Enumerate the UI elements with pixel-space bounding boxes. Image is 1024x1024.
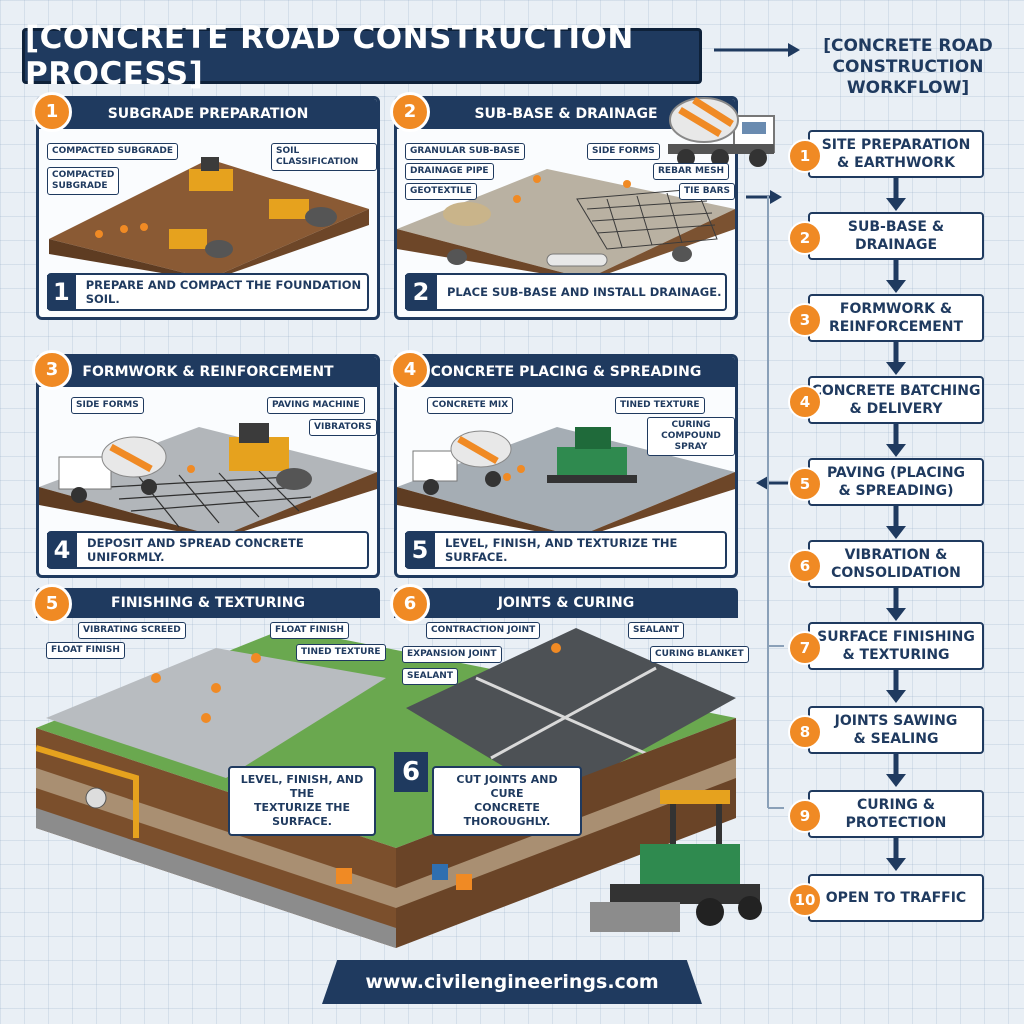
callout-geotextile: GEOTEXTILE xyxy=(405,183,477,200)
panel-caption: 2 PLACE SUB-BASE AND INSTALL DRAINAGE. xyxy=(405,273,727,311)
callout-tined-texture: TINED TEXTURE xyxy=(296,644,386,661)
panel-header-finishing: FINISHING & TEXTURING xyxy=(36,588,380,618)
workflow-step: VIBRATION & CONSOLIDATION xyxy=(808,540,984,588)
callout-tined-texture: TINED TEXTURE xyxy=(615,397,705,414)
panel-formwork: FORMWORK & REINFORCEMENT SIDE FORMS PAVI… xyxy=(36,354,380,578)
callout-rebar-mesh: REBAR MESH xyxy=(653,163,730,180)
workflow-title: [CONCRETE ROAD CONSTRUCTION WORKFLOW] xyxy=(823,36,993,98)
joints-caption-number: 6 xyxy=(394,752,428,792)
callout-expansion-joint: EXPANSION JOINT xyxy=(402,646,502,663)
panel-header: CONCRETE PLACING & SPREADING xyxy=(397,357,735,387)
workflow-step-number: 1 xyxy=(788,139,822,173)
footer-website: www.civilengineerings.com xyxy=(322,960,702,1004)
panel-subbase-drainage: SUB-BASE & DRAINAGE GRANULAR SUB-BASE DR… xyxy=(394,96,738,320)
caption-number: 4 xyxy=(47,533,78,567)
paver-machine-icon xyxy=(590,790,762,932)
panel-header: SUBGRADE PREPARATION xyxy=(39,99,377,129)
callout-vibrating-screed: VIBRATING SCREED xyxy=(78,622,186,639)
subgrade-illustration xyxy=(49,157,369,281)
panel-subgrade: SUBGRADE PREPARATION COMPACTED SUBGRADE … xyxy=(36,96,380,320)
callout-compacted-subgrade: COMPACTED SUBGRADE xyxy=(47,143,178,160)
panel-badge: 1 xyxy=(32,92,72,132)
panel-caption: 5 LEVEL, FINISH, AND TEXTURIZE THE SURFA… xyxy=(405,531,727,569)
workflow-step: CONCRETE BATCHING & DELIVERY xyxy=(808,376,984,424)
arrow-down-icon xyxy=(886,178,906,211)
page-title: [CONCRETE ROAD CONSTRUCTION PROCESS] xyxy=(22,20,702,92)
joints-caption: CUT JOINTS AND CURE CONCRETE THOROUGHLY. xyxy=(432,766,582,836)
workflow-step-number: 7 xyxy=(788,631,822,665)
workflow-step: SITE PREPARATION & EARTHWORK xyxy=(808,130,984,178)
flow-bracket-line xyxy=(767,196,784,809)
caption-text: LEVEL, FINISH, AND TEXTURIZE THE SURFACE… xyxy=(444,536,678,564)
subbase-illustration xyxy=(397,169,735,281)
callout-float-finish: FLOAT FINISH xyxy=(46,642,125,659)
callout-compacted-subgrade-2: COMPACTED SUBGRADE xyxy=(47,167,120,195)
panel-badge: 4 xyxy=(390,350,430,390)
workflow-step-number: 9 xyxy=(788,799,822,833)
callout-granular-subbase: GRANULAR SUB-BASE xyxy=(405,143,525,160)
panel-badge: 6 xyxy=(390,584,430,624)
callout-concrete-mix: CONCRETE MIX xyxy=(427,397,514,414)
panel-badge: 3 xyxy=(32,350,72,390)
caption-number: 1 xyxy=(47,275,76,309)
callout-tie-bars: TIE BARS xyxy=(679,183,735,200)
callout-drainage-pipe: DRAINAGE PIPE xyxy=(405,163,494,180)
caption-text: PLACE SUB-BASE AND INSTALL DRAINAGE. xyxy=(447,285,722,299)
callout-contraction-joint: CONTRACTION JOINT xyxy=(426,622,541,639)
callout-paving-machine: PAVING MACHINE xyxy=(267,397,365,414)
callout-side-forms: SIDE FORMS xyxy=(71,397,144,414)
callout-curing-blanket: CURING BLANKET xyxy=(650,646,749,663)
panel-header: FORMWORK & REINFORCEMENT xyxy=(39,357,377,387)
panel-caption: 1 PREPARE AND COMPACT THE FOUNDATION SOI… xyxy=(47,273,369,311)
caption-text: PREPARE AND COMPACT THE FOUNDATION SOIL. xyxy=(85,278,362,306)
workflow-step-number: 8 xyxy=(788,715,822,749)
workflow-step: JOINTS SAWING & SEALING xyxy=(808,706,984,754)
workflow-step-number: 6 xyxy=(788,549,822,583)
arrow-down-icon xyxy=(886,838,906,871)
workflow-step: FORMWORK & REINFORCEMENT xyxy=(808,294,984,342)
workflow-step-number: 5 xyxy=(788,467,822,501)
arrow-down-icon xyxy=(886,260,906,293)
arrow-down-icon xyxy=(886,506,906,539)
callout-soil-classification: SOIL CLASSIFICATION xyxy=(271,143,377,171)
caption-number: 2 xyxy=(405,275,437,309)
workflow-step-number: 4 xyxy=(788,385,822,419)
workflow-step-number: 3 xyxy=(788,303,822,337)
workflow-step: SURFACE FINISHING & TEXTURING xyxy=(808,622,984,670)
arrow-down-icon xyxy=(886,588,906,621)
workflow-step-number: 2 xyxy=(788,221,822,255)
workflow-step: PAVING (PLACING & SPREADING) xyxy=(808,458,984,506)
workflow-step-number: 10 xyxy=(788,883,822,917)
callout-sealant-2: SEALANT xyxy=(628,622,684,639)
callout-side-forms: SIDE FORMS xyxy=(587,143,660,160)
workflow-step: SUB-BASE & DRAINAGE xyxy=(808,212,984,260)
callout-sealant: SEALANT xyxy=(402,668,458,685)
panel-header-joints: JOINTS & CURING xyxy=(394,588,738,618)
callout-curing-compound: CURING COMPOUND SPRAY xyxy=(647,417,735,456)
caption-number: 5 xyxy=(405,533,435,567)
mixer-truck-icon xyxy=(668,97,775,167)
caption-text: DEPOSIT AND SPREAD CONCRETE UNIFORMLY. xyxy=(87,536,304,564)
arrow-left-icon xyxy=(756,476,792,490)
panel-badge: 2 xyxy=(390,92,430,132)
arrow-down-icon xyxy=(886,424,906,457)
title-arrow-icon xyxy=(714,43,800,57)
panel-placing: CONCRETE PLACING & SPREADING CONCRETE MI… xyxy=(394,354,738,578)
callout-vibrators: VIBRATORS xyxy=(309,419,377,436)
finishing-caption: LEVEL, FINISH, AND THE TEXTURIZE THE SUR… xyxy=(228,766,376,836)
arrow-down-icon xyxy=(886,670,906,703)
arrow-down-icon xyxy=(886,342,906,375)
workflow-step: CURING & PROTECTION xyxy=(808,790,984,838)
workflow-step: OPEN TO TRAFFIC xyxy=(808,874,984,922)
formwork-illustration xyxy=(39,423,377,539)
arrow-down-icon xyxy=(886,754,906,787)
callout-float-finish-2: FLOAT FINISH xyxy=(270,622,349,639)
panel-caption: 4 DEPOSIT AND SPREAD CONCRETE UNIFORMLY. xyxy=(47,531,369,569)
panel-badge: 5 xyxy=(32,584,72,624)
